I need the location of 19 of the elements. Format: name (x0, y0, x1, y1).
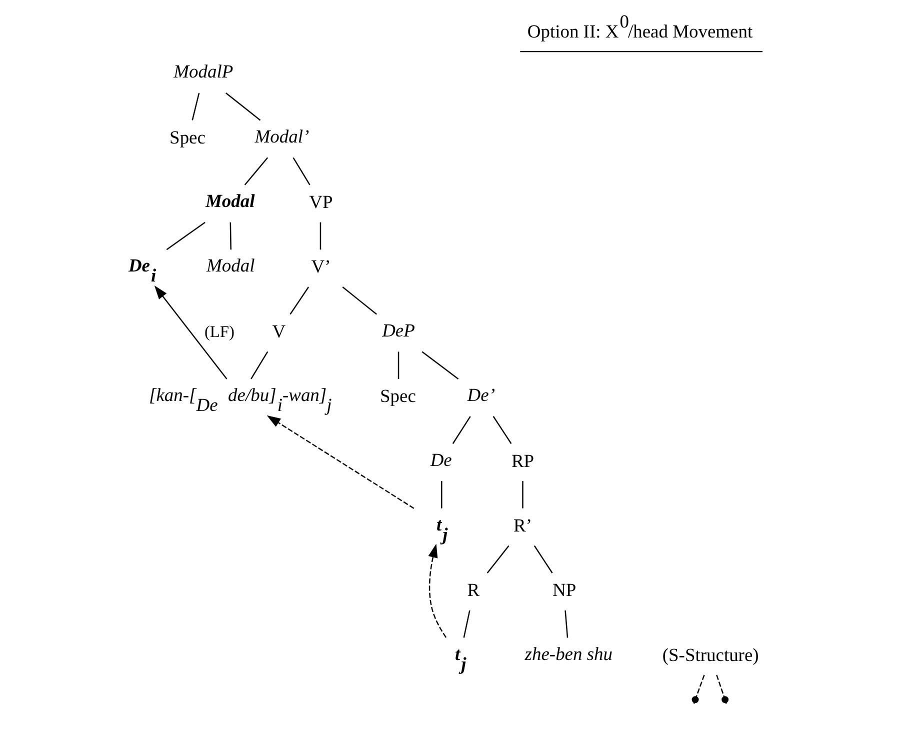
node-text: De (430, 450, 452, 470)
node-text: RP (510, 450, 534, 471)
node-text: DeP (382, 320, 414, 340)
node-text: V (272, 321, 286, 342)
node-text: Modal’ (254, 126, 309, 146)
node-text: Spec (380, 386, 416, 406)
node-text: VP (308, 192, 332, 212)
node-text: Spec (169, 127, 205, 148)
node-text: De’ (466, 385, 494, 406)
node-text: R (466, 580, 480, 600)
node-text: NP (552, 580, 576, 600)
node-text: zhe-ben shu (524, 644, 612, 664)
node-text: R’ (513, 515, 532, 536)
node-text: (S-Structure) (662, 644, 758, 665)
node-text: Modal (204, 191, 254, 212)
edge-label: (LF) (204, 322, 234, 341)
node-text: V’ (310, 256, 330, 277)
node-text: ModalP (173, 62, 233, 82)
node-text: Modal (206, 256, 254, 276)
